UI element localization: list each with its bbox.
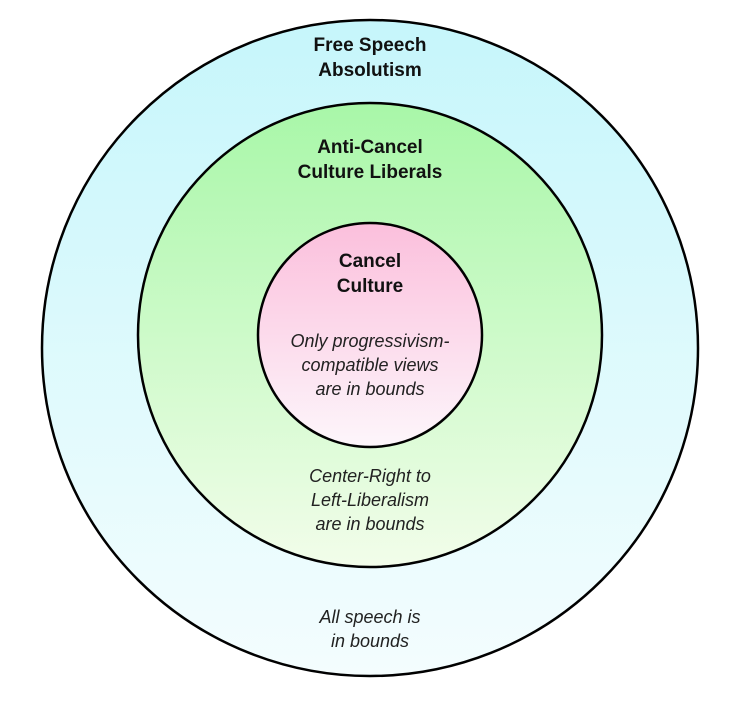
outer-description-line-2: in bounds (331, 631, 409, 651)
middle-title-line-1: Anti-Cancel (317, 137, 423, 158)
outer-title-line-1: Free Speech (314, 35, 427, 56)
inner-title-line-2: Culture (337, 276, 404, 297)
outer-description-line-1: All speech is (318, 607, 420, 627)
outer-title-line-2: Absolutism (318, 60, 421, 81)
inner-description-line-2: compatible views (301, 355, 438, 375)
middle-description-line-3: are in bounds (315, 514, 424, 534)
middle-description-line-2: Left-Liberalism (311, 490, 429, 510)
middle-title-line-2: Culture Liberals (298, 162, 443, 183)
inner-description-line-1: Only progressivism- (290, 331, 449, 351)
inner-circle-cancel-culture (256, 221, 484, 449)
inner-title-line-1: Cancel (339, 251, 401, 272)
middle-description-line-1: Center-Right to (309, 466, 431, 486)
inner-description-line-3: are in bounds (315, 379, 424, 399)
